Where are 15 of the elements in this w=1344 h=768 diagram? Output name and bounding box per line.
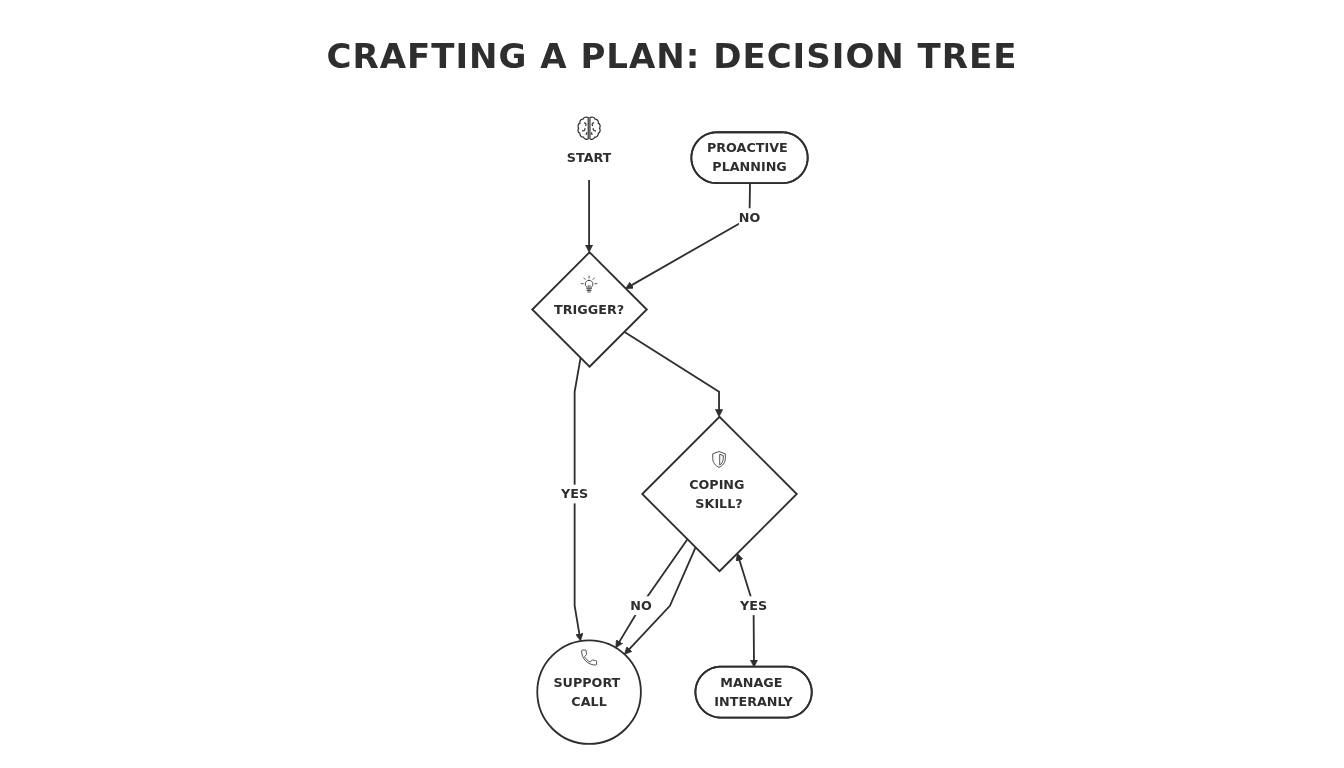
node-diamond: COPING SKILL? — [640, 415, 799, 573]
arrow — [625, 182, 751, 289]
arrow — [573, 357, 584, 642]
edge-label: YES — [561, 486, 589, 501]
edge-label: NO — [738, 209, 761, 225]
arrow — [615, 538, 689, 649]
edge-label: NO — [630, 598, 652, 613]
node-diamond: TRIGGER? — [531, 250, 649, 369]
diagram-title: CRAFTING A PLAN: DECISION TREE — [326, 36, 1018, 77]
arrow — [585, 179, 594, 253]
arrow — [624, 546, 697, 655]
arrow — [623, 330, 724, 418]
node-circle: SUPPORT CALL — [536, 639, 642, 745]
edge-label: YES — [740, 598, 768, 613]
node-label: START — [566, 149, 612, 165]
